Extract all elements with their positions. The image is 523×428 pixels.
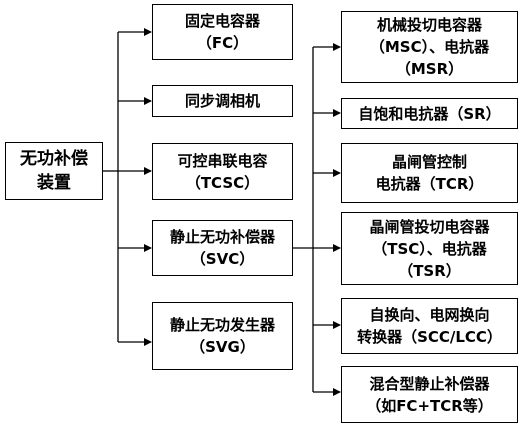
node-fc: 固定电容器 （FC） — [152, 4, 293, 60]
node-svg: 静止无功发生器 （SVG） — [152, 302, 293, 370]
node-synchronous-condenser-line1: 同步调相机 — [184, 92, 260, 110]
node-tcr-line2: 电抗器（TCR） — [375, 175, 484, 193]
node-sr-line1: 自饱和电抗器（SR） — [358, 104, 501, 123]
node-msc-msr-line2: （MSC）、电抗器 — [369, 38, 490, 56]
node-svc-line1: 静止无功补偿器 — [169, 228, 275, 246]
node-svc-line2: （SVC） — [190, 250, 255, 268]
node-tcr-line1: 晶闸管控制 — [391, 153, 467, 171]
node-scc-lcc: 自换向、电网换向 转换器（SCC/LCC） — [341, 298, 518, 354]
node-tsc-tsr-line3: （TSR） — [398, 261, 461, 280]
node-synchronous-condenser: 同步调相机 — [152, 85, 293, 117]
node-hybrid-compensator-line2: （如FC+TCR等） — [366, 396, 493, 415]
node-tsc-tsr: 晶闸管投切电容器 （TSC）、电抗器 （TSR） — [341, 212, 518, 285]
node-hybrid-compensator-line1: 混合型静止补偿器 — [369, 374, 490, 393]
node-scc-lcc-line2: 转换器（SCC/LCC） — [357, 328, 502, 346]
node-msc-msr-line1: 机械投切电容器 — [376, 16, 482, 34]
node-fc-line1: 固定电容器 — [184, 12, 260, 30]
node-msc-msr: 机械投切电容器 （MSC）、电抗器 （MSR） — [341, 11, 518, 83]
node-svc: 静止无功补偿器 （SVC） — [152, 220, 293, 276]
node-tsc-tsr-line1: 晶闸管投切电容器 — [369, 217, 490, 236]
node-msc-msr-line3: （MSR） — [395, 60, 464, 78]
node-svg-line2: （SVG） — [190, 338, 255, 356]
node-fc-line2: （FC） — [196, 34, 249, 52]
node-svg-line1: 静止无功发生器 — [169, 316, 275, 334]
node-tsc-tsr-line2: （TSC）、电抗器 — [372, 239, 487, 258]
node-tcsc-line2: （TCSC） — [185, 173, 260, 192]
node-tcsc: 可控串联电容 （TCSC） — [152, 143, 293, 200]
root-label-line2: 装置 — [37, 173, 71, 193]
node-scc-lcc-line1: 自换向、电网换向 — [369, 306, 490, 324]
root-node: 无功补偿 装置 — [5, 142, 103, 200]
node-hybrid-compensator: 混合型静止补偿器 （如FC+TCR等） — [341, 366, 518, 423]
node-sr: 自饱和电抗器（SR） — [341, 98, 518, 129]
root-label-line1: 无功补偿 — [20, 149, 88, 169]
node-tcr: 晶闸管控制 电抗器（TCR） — [341, 143, 518, 203]
node-tcsc-line1: 可控串联电容 — [177, 151, 268, 170]
